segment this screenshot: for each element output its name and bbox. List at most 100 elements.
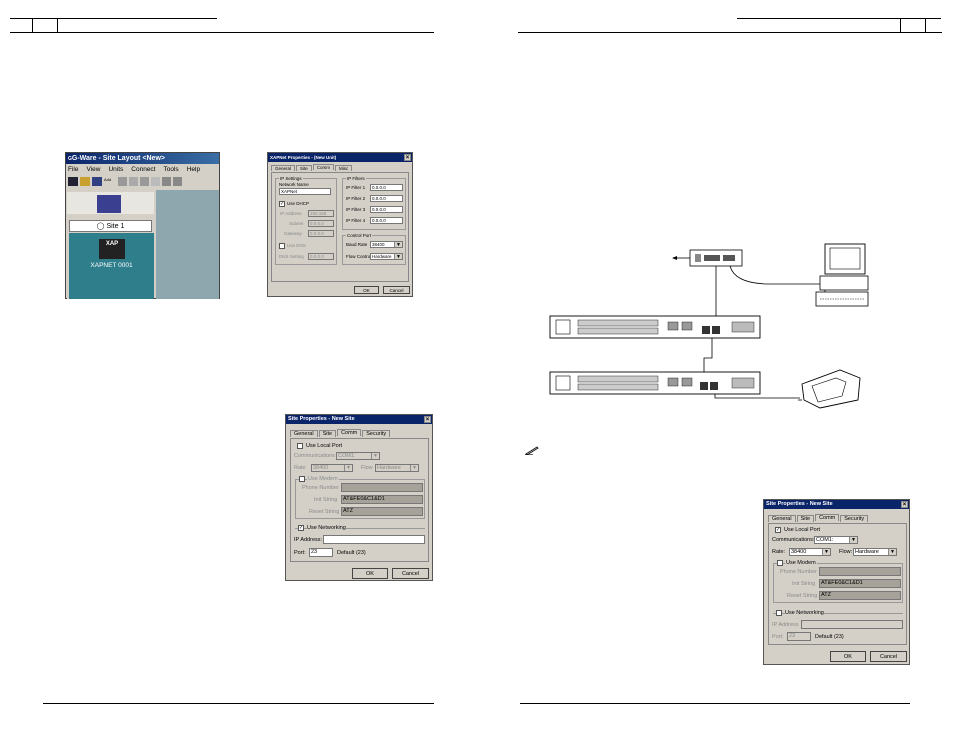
cancel-button[interactable]: Cancel bbox=[383, 286, 410, 294]
ok-button[interactable]: OK bbox=[352, 568, 388, 579]
ip-address-label: IP Address bbox=[280, 211, 302, 216]
rate-select[interactable]: 38400 ▼ bbox=[789, 548, 831, 556]
site-dialog-right: Site Properties - New Site × General Sit… bbox=[763, 499, 910, 665]
copy-icon[interactable] bbox=[129, 177, 138, 186]
tab-security[interactable]: Security bbox=[840, 515, 869, 522]
tab-site[interactable]: Site bbox=[796, 515, 815, 522]
phone-number-label: Phone Number bbox=[302, 485, 339, 491]
use-modem-checkbox[interactable] bbox=[299, 476, 305, 482]
tab-site[interactable]: Site bbox=[296, 165, 312, 171]
communications-value: COM1: bbox=[338, 453, 356, 459]
port-label: Port: bbox=[772, 634, 784, 640]
use-networking-checkbox[interactable]: ✓ bbox=[298, 525, 304, 531]
tab-site[interactable]: Site bbox=[318, 430, 337, 437]
use-networking-checkbox[interactable] bbox=[776, 610, 782, 616]
add-icon[interactable]: Add bbox=[104, 177, 112, 182]
ip-address-input[interactable] bbox=[323, 535, 425, 544]
flow-control-select[interactable]: Hardware ▼ bbox=[370, 253, 403, 260]
use-dns-checkbox[interactable] bbox=[279, 243, 285, 249]
tab-general[interactable]: General bbox=[768, 515, 796, 522]
ip-address-input[interactable]: 192.168 bbox=[308, 210, 334, 217]
phone-number-input[interactable] bbox=[341, 483, 423, 492]
site-dialog-left: Site Properties - New Site × General Sit… bbox=[285, 414, 433, 581]
communications-label: Communications bbox=[294, 453, 335, 459]
paste-icon[interactable] bbox=[140, 177, 149, 186]
menu-units[interactable]: Units bbox=[108, 166, 124, 173]
unit1-rj45-a bbox=[702, 326, 710, 334]
use-local-port-checkbox[interactable] bbox=[297, 443, 303, 449]
modem-group: Use Modem Phone Number Init String AT&FE… bbox=[773, 560, 903, 603]
app-icon: G bbox=[68, 156, 72, 162]
reset-string-input[interactable]: ATZ bbox=[819, 591, 901, 600]
use-dns-label: Use DNS bbox=[287, 243, 306, 248]
ip-filter-2-input[interactable]: 0.0.0.0 bbox=[370, 195, 403, 202]
reset-string-input[interactable]: ATZ bbox=[341, 507, 423, 516]
site-tool-icon[interactable] bbox=[97, 195, 121, 213]
cut-icon[interactable] bbox=[118, 177, 127, 186]
communications-select[interactable]: COM1: ▼ bbox=[814, 536, 858, 544]
flow-select[interactable]: Hardware ▼ bbox=[375, 464, 419, 472]
folder-icon[interactable] bbox=[80, 177, 90, 186]
xapnet-title: XAPNet Properties - (New Unit) bbox=[270, 155, 337, 160]
menu-view[interactable]: View bbox=[86, 166, 101, 173]
header-rule-left-top bbox=[10, 18, 217, 19]
menu-file[interactable]: File bbox=[68, 166, 79, 173]
tab-comm[interactable]: Comm bbox=[312, 164, 335, 170]
tab-misc[interactable]: Misc bbox=[335, 165, 353, 171]
close-icon[interactable]: × bbox=[424, 416, 431, 423]
tab-general[interactable]: General bbox=[271, 165, 296, 171]
cancel-button[interactable]: Cancel bbox=[392, 568, 429, 579]
device-icon[interactable]: XAP bbox=[99, 239, 125, 259]
ip-address-input[interactable] bbox=[801, 620, 903, 629]
ok-button[interactable]: OK bbox=[354, 286, 379, 294]
gateway-input[interactable]: 0.0.0.0 bbox=[308, 230, 334, 237]
phone-number-input[interactable] bbox=[819, 567, 901, 576]
cancel-button[interactable]: Cancel bbox=[870, 651, 907, 662]
print-icon[interactable] bbox=[151, 177, 160, 186]
keyboard bbox=[815, 291, 869, 307]
init-string-input[interactable]: AT&FE0&C1&D1 bbox=[341, 495, 423, 504]
unit1-port-a bbox=[667, 321, 679, 331]
ip-filter-3-input[interactable]: 0.0.0.0 bbox=[370, 206, 403, 213]
use-local-port-checkbox[interactable]: ✓ bbox=[775, 527, 781, 533]
network-name-input[interactable]: XAPNet bbox=[279, 188, 331, 195]
unit2-terminals bbox=[577, 375, 659, 383]
ip-filter-4-input[interactable]: 0.0.0.0 bbox=[370, 217, 403, 224]
window-title: G-Ware - Site Layout <New> bbox=[71, 155, 165, 162]
use-modem-checkbox[interactable] bbox=[777, 560, 783, 566]
window-icon[interactable] bbox=[162, 177, 171, 186]
pencil-note-icon bbox=[525, 446, 539, 456]
window2-icon[interactable] bbox=[173, 177, 182, 186]
dns-input[interactable]: 0.0.0.0 bbox=[308, 253, 334, 260]
ip-filter-1-input[interactable]: 0.0.0.0 bbox=[370, 184, 403, 191]
nic-port-1 bbox=[695, 254, 701, 262]
grid-icon[interactable] bbox=[68, 177, 78, 186]
ok-button[interactable]: OK bbox=[830, 651, 866, 662]
baud-rate-select[interactable]: 38400 ▼ bbox=[370, 241, 403, 248]
site-row[interactable]: ◯ Site 1 bbox=[69, 220, 152, 232]
menu-connect[interactable]: Connect bbox=[131, 166, 156, 173]
ip-address-label: IP Address: bbox=[294, 537, 323, 543]
subnet-input[interactable]: 0.0.0.0 bbox=[308, 220, 334, 227]
menu-tools[interactable]: Tools bbox=[163, 166, 179, 173]
use-dhcp-checkbox[interactable]: ✓ bbox=[279, 201, 285, 207]
ip-filters-title: IP Filters bbox=[346, 176, 366, 181]
flow-select[interactable]: Hardware ▼ bbox=[853, 548, 897, 556]
flow-label: Flow bbox=[361, 465, 373, 471]
baud-rate-value: 38400 bbox=[372, 242, 385, 247]
tab-security[interactable]: Security bbox=[362, 430, 391, 437]
close-icon[interactable]: × bbox=[901, 501, 908, 508]
nic-port-3 bbox=[723, 255, 735, 261]
communications-select[interactable]: COM1: ▼ bbox=[336, 452, 380, 460]
xap-unit-2 bbox=[549, 371, 761, 395]
port-input[interactable]: 23 bbox=[787, 632, 811, 641]
port-input[interactable]: 23 bbox=[309, 548, 333, 557]
tab-comm[interactable]: Comm bbox=[815, 514, 840, 521]
rate-select[interactable]: 38400 ▼ bbox=[311, 464, 353, 472]
save-icon[interactable] bbox=[92, 177, 102, 186]
tab-comm[interactable]: Comm bbox=[337, 429, 362, 436]
init-string-input[interactable]: AT&FE0&C1&D1 bbox=[819, 579, 901, 588]
tab-general[interactable]: General bbox=[290, 430, 318, 437]
menu-help[interactable]: Help bbox=[186, 166, 201, 173]
close-icon[interactable]: × bbox=[404, 154, 411, 161]
